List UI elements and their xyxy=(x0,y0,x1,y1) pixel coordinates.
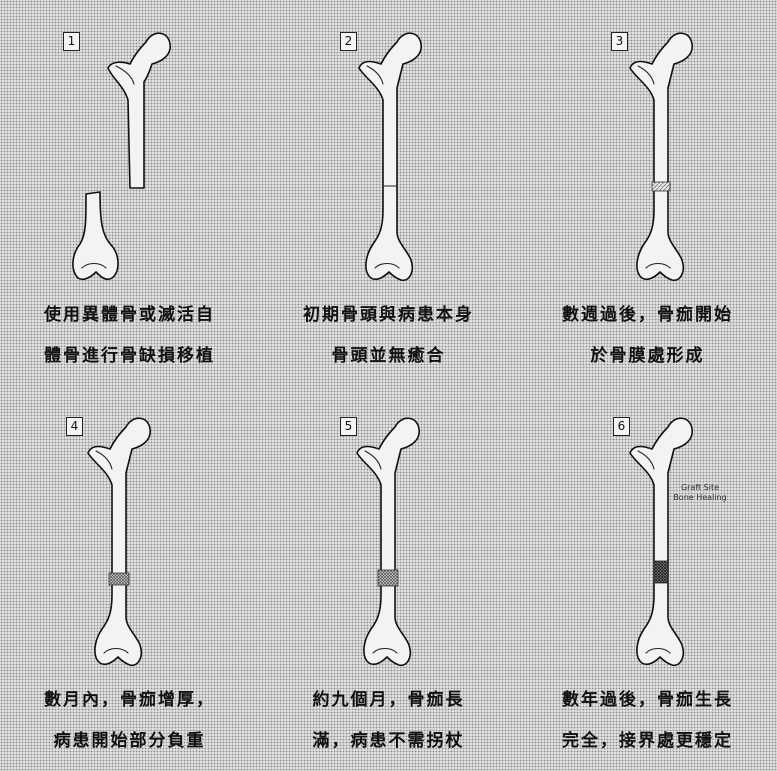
caption-line-2: 滿，病患不需拐杖 xyxy=(259,726,518,751)
femur-full-callus-illustration xyxy=(259,385,518,675)
panel-step-5: 5 約九個月，骨痂長 滿，病患不需拐杖 xyxy=(259,385,518,770)
caption-line-2: 體骨進行骨缺損移植 xyxy=(0,341,259,366)
caption-line-1: 數月內，骨痂增厚， xyxy=(0,685,259,710)
caption-line-1: 數年過後，骨痂生長 xyxy=(518,685,777,710)
panel-step-1: 1 使用異體骨或滅活自 體骨進行骨缺損移植 xyxy=(0,0,259,385)
caption-line-1: 初期骨頭與病患本身 xyxy=(259,300,518,325)
caption-line-2: 於骨膜處形成 xyxy=(518,341,777,366)
caption-line-2: 病患開始部分負重 xyxy=(0,726,259,751)
femur-graft-initial-illustration xyxy=(259,0,518,290)
panel-step-3: 3 數週過後，骨痂開始 於骨膜處形成 xyxy=(518,0,777,385)
caption-line-2: 骨頭並無癒合 xyxy=(259,341,518,366)
panel-step-4: 4 數月內，骨痂增厚， 病患開始部分負重 xyxy=(0,385,259,770)
caption-line-2: 完全，接界處更穩定 xyxy=(518,726,777,751)
graft-site-annotation: Graft Site Bone Healing xyxy=(670,483,730,503)
caption-line-1: 使用異體骨或滅活自 xyxy=(0,300,259,325)
panel-step-6: 6 Graft Site Bone Healing 數年過後，骨痂生長 完全，接… xyxy=(518,385,777,770)
femur-thickened-callus-illustration xyxy=(0,385,259,675)
caption-line-1: 約九個月，骨痂長 xyxy=(259,685,518,710)
femur-early-callus-illustration xyxy=(518,0,777,290)
caption-line-1: 數週過後，骨痂開始 xyxy=(518,300,777,325)
femur-complete-healing-illustration xyxy=(518,385,777,675)
panel-step-2: 2 初期骨頭與病患本身 骨頭並無癒合 xyxy=(259,0,518,385)
femur-with-graft-gap-illustration xyxy=(0,0,259,290)
